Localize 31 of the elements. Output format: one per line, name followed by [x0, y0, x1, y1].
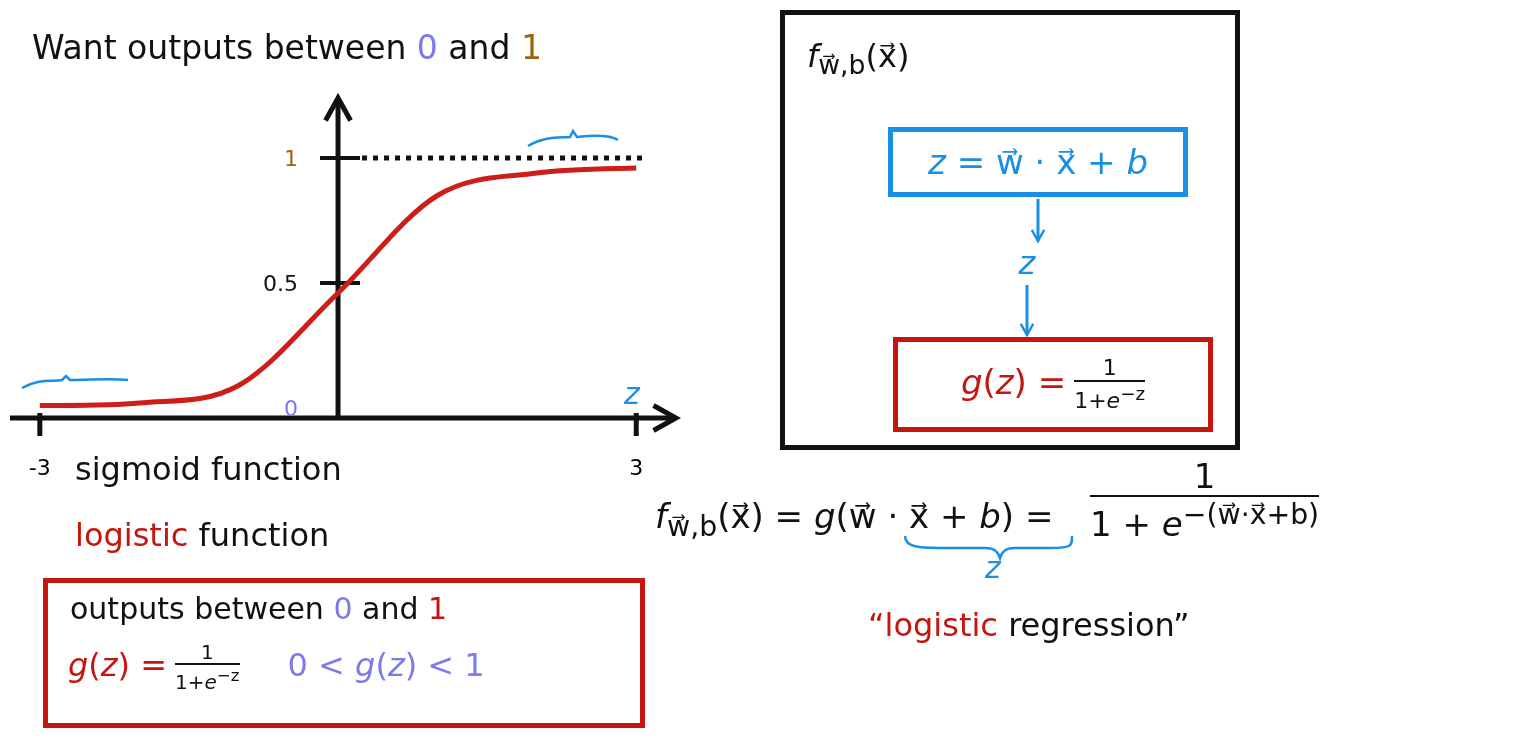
tick-label: 0: [284, 396, 299, 421]
formula-box: [780, 10, 1240, 450]
arrow: [1019, 285, 1035, 337]
axis-label: z: [624, 376, 640, 411]
chart-title: Want outputs between 0 and 1: [32, 28, 542, 67]
tick-label: 3: [629, 455, 644, 480]
formula-box: [893, 337, 1213, 432]
fraction-numerator: 1: [200, 641, 214, 663]
text: “logistic regression”: [868, 606, 1190, 644]
text: sigmoid function: [75, 450, 342, 488]
formula: f$_{w⃗,b}$(x⃗) = g(w⃗ · x⃗ + b) =: [655, 496, 1054, 543]
tick-label: 1: [284, 146, 299, 171]
tick-label: 0.5: [263, 271, 299, 296]
variable-label: z: [1018, 244, 1036, 282]
fraction-numerator: 1: [1102, 355, 1117, 380]
text: outputs between 0 and 1: [70, 591, 448, 626]
formula: z = w⃗ · x⃗ + b: [928, 142, 1148, 182]
text: logistic function: [75, 516, 330, 554]
variable-label: z: [985, 550, 1001, 585]
fraction-numerator: 1: [1193, 458, 1216, 496]
arrow: [1030, 199, 1046, 243]
formula: g(z) =: [960, 362, 1067, 402]
fraction-denominator: 1+e$^{−z}$: [175, 663, 240, 693]
fraction-denominator: 1 + e$^{−(w⃗·x⃗+b)}$: [1090, 495, 1320, 545]
fraction-denominator: 1+e$^{−z}$: [1074, 379, 1146, 414]
formula: g(z) =: [68, 645, 168, 684]
tick-label: -3: [28, 455, 51, 480]
formula: 0 < g(z) < 1: [287, 645, 485, 684]
formula: f$_{w⃗,b}$(x⃗): [807, 37, 910, 81]
formula-box: [888, 127, 1188, 197]
formula-box: [43, 578, 645, 728]
